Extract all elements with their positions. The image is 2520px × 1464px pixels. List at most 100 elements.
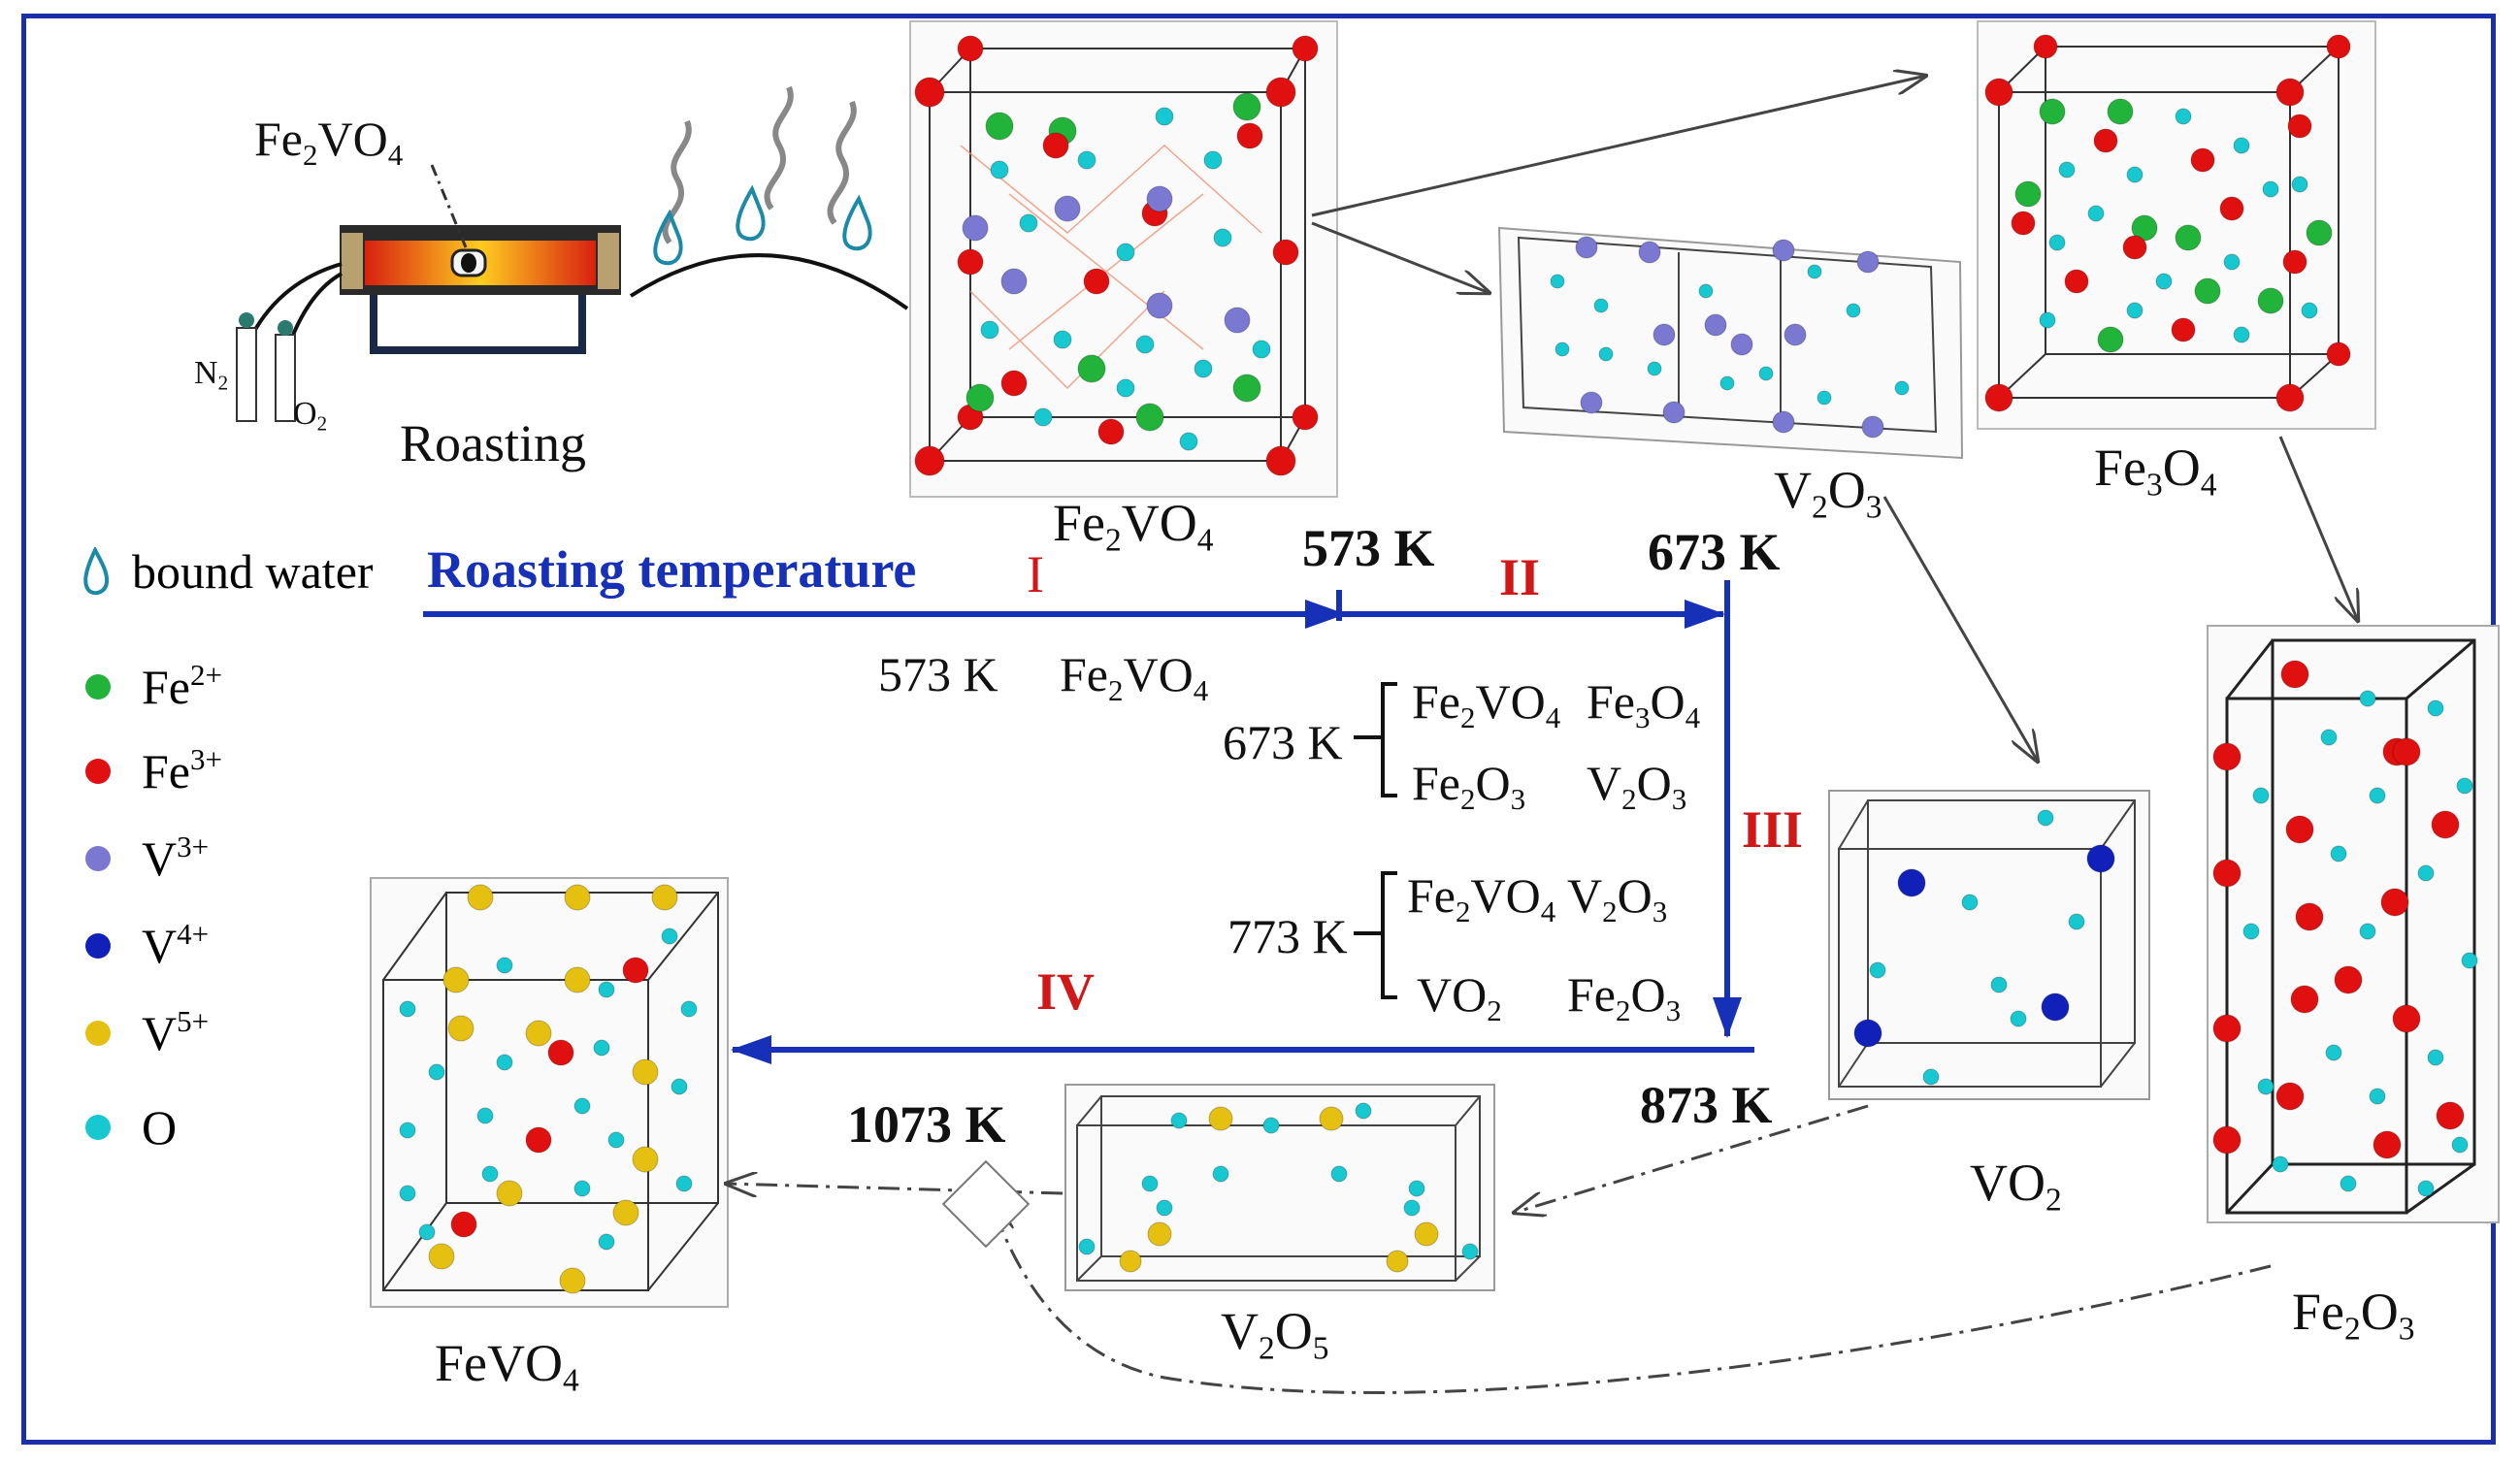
temp-1073-marker: 1073 K bbox=[847, 1095, 1006, 1154]
crystal-fevo4 bbox=[370, 877, 729, 1308]
o-atom bbox=[990, 160, 1009, 179]
o-atom bbox=[1330, 1165, 1348, 1183]
o-atom bbox=[2223, 253, 2241, 271]
fe3-atom bbox=[2275, 78, 2305, 107]
o-atom bbox=[1116, 243, 1135, 262]
o-atom bbox=[496, 1054, 513, 1071]
o-atom bbox=[2242, 923, 2260, 940]
temp-673-marker: 673 K bbox=[1648, 523, 1781, 581]
transformation-arrows bbox=[726, 76, 2358, 1394]
v5-atom bbox=[428, 1243, 455, 1270]
v5-atom bbox=[1147, 1221, 1172, 1247]
o-atom bbox=[573, 1180, 591, 1197]
v3-atom bbox=[1146, 292, 1173, 319]
fe2-atom bbox=[2014, 180, 2042, 208]
phase-label-fe3o4: Fe3O4 bbox=[2094, 439, 2217, 504]
o-atom bbox=[481, 1165, 499, 1183]
o-atom bbox=[2369, 787, 2386, 804]
fe3-atom bbox=[957, 248, 984, 276]
v3-atom bbox=[1772, 410, 1795, 434]
o-atom bbox=[2320, 729, 2338, 746]
phase-label-vo2: VO2 bbox=[1970, 1154, 2062, 1219]
o-atom bbox=[1894, 380, 1910, 396]
o-atom bbox=[1053, 330, 1072, 349]
fe3-atom bbox=[2212, 1014, 2242, 1043]
stage-label-4: IV bbox=[1036, 962, 1096, 1021]
o-atom bbox=[2262, 180, 2279, 198]
o-atom bbox=[1135, 335, 1155, 354]
stage-label-3: III bbox=[1742, 800, 1804, 859]
o-atom bbox=[1355, 1102, 1372, 1120]
fe3-atom bbox=[2285, 815, 2314, 844]
fe3-atom bbox=[2290, 985, 2319, 1014]
v5-atom bbox=[651, 884, 678, 911]
o-atom bbox=[1555, 342, 1570, 357]
o-atom bbox=[496, 957, 513, 974]
o-atom bbox=[2039, 311, 2056, 329]
fe3-atom bbox=[914, 445, 945, 476]
fe3-atom bbox=[2275, 383, 2305, 412]
o-atom bbox=[1598, 346, 1614, 362]
o-atom bbox=[675, 1175, 693, 1192]
o-atom bbox=[1077, 150, 1096, 170]
fe3-atom bbox=[2392, 737, 2421, 766]
fe3-atom bbox=[1042, 132, 1069, 159]
fe2-atom bbox=[2107, 98, 2134, 125]
water-drop-icon bbox=[83, 547, 110, 596]
fe2-atom bbox=[2131, 214, 2158, 242]
phase-label-fevo4: FeVO4 bbox=[435, 1334, 579, 1399]
roasting-apparatus bbox=[236, 164, 621, 422]
fe2-atom bbox=[1232, 374, 1261, 403]
v5-atom bbox=[1386, 1250, 1409, 1273]
stage-label-2: II bbox=[1499, 548, 1541, 606]
v5-atom bbox=[1414, 1221, 1439, 1247]
o-atom bbox=[598, 981, 615, 998]
o-atom bbox=[2126, 302, 2144, 319]
crystal-fe3o4 bbox=[1977, 20, 2376, 430]
o-atom bbox=[1550, 274, 1565, 289]
v3-atom bbox=[1662, 401, 1685, 424]
o-atom bbox=[1170, 1112, 1188, 1129]
fe2-atom bbox=[2194, 277, 2221, 305]
o-atom bbox=[1212, 1165, 1229, 1183]
fe3-atom bbox=[547, 1039, 574, 1066]
o-atom bbox=[2257, 1078, 2275, 1095]
fe3-atom bbox=[2287, 114, 2312, 139]
o-atom bbox=[1403, 1199, 1421, 1217]
o-atom bbox=[680, 1000, 698, 1018]
o-atom bbox=[980, 320, 999, 340]
products-673-item-fe3o4: Fe3O4 bbox=[1587, 674, 1701, 734]
fe3-atom bbox=[2280, 660, 2309, 689]
o-atom bbox=[1141, 1175, 1159, 1192]
fe3-atom bbox=[2122, 235, 2147, 260]
fe3-atom bbox=[2380, 888, 2409, 917]
v3-atom bbox=[1730, 333, 1753, 356]
o-atom bbox=[2233, 326, 2250, 343]
v5-atom bbox=[1119, 1250, 1142, 1273]
products-773-item-fe2o3: Fe2O3 bbox=[1567, 967, 1682, 1027]
v5-atom bbox=[1208, 1106, 1233, 1131]
o-atom bbox=[607, 1131, 625, 1149]
fe2-atom bbox=[2257, 287, 2284, 314]
products-773-item-fe2vo4: Fe2VO4 bbox=[1407, 868, 1556, 928]
o-atom bbox=[1033, 407, 1053, 427]
o-atom bbox=[671, 1078, 688, 1095]
oxygen-icon bbox=[85, 1115, 111, 1140]
fe3-atom bbox=[2033, 34, 2058, 59]
phase-label-fe2vo4: Fe2VO4 bbox=[1053, 494, 1214, 559]
o-atom bbox=[2325, 1044, 2342, 1061]
fe3-atom bbox=[2334, 965, 2363, 994]
fe2-atom bbox=[1077, 354, 1106, 383]
fe3-atom bbox=[1984, 383, 2013, 412]
v5-atom bbox=[612, 1199, 639, 1226]
temp-873-marker: 873 K bbox=[1640, 1076, 1773, 1134]
o-atom bbox=[1203, 150, 1223, 170]
crystal-fe2vo4 bbox=[909, 20, 1338, 498]
v5-atom bbox=[632, 1146, 659, 1173]
fe2-atom bbox=[2306, 219, 2333, 246]
v3-atom bbox=[962, 214, 989, 242]
v5-atom bbox=[447, 1015, 475, 1042]
o2-cylinder-label: O2 bbox=[293, 396, 328, 436]
products-773-item-vo2: VO2 bbox=[1417, 967, 1502, 1027]
fe3-atom bbox=[2431, 810, 2460, 839]
